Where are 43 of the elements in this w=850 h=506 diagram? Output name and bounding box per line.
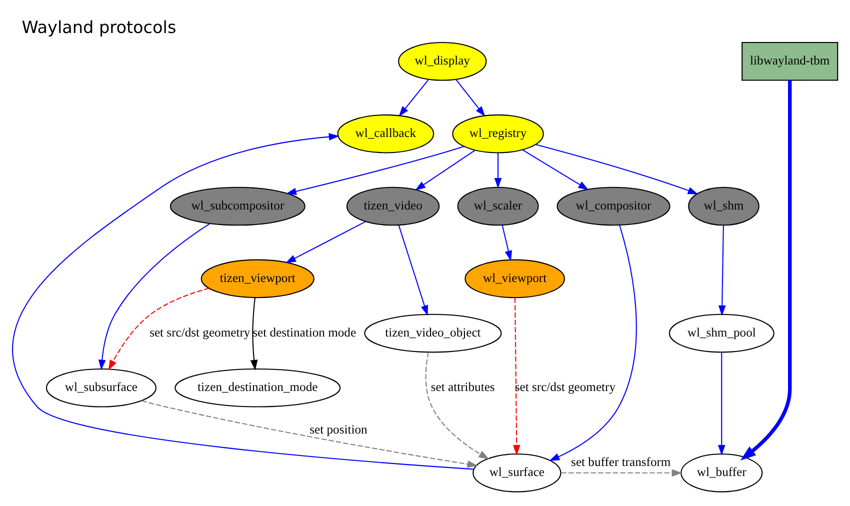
node-ellipse: wl_subsurface: [46, 368, 156, 407]
arrow: [286, 145, 464, 194]
edge-label: set position: [310, 422, 368, 436]
arrow: [535, 144, 698, 194]
edge-label: set buffer transform: [571, 454, 671, 469]
node-ellipse: tizen_video: [346, 186, 440, 226]
arrow: [414, 150, 476, 190]
arrow: [455, 78, 486, 116]
arrow: [494, 152, 502, 188]
edge-label: set attributes: [430, 380, 495, 394]
node-ellipse: wl_scaler: [457, 186, 539, 226]
arrow: [718, 352, 726, 455]
node-ellipse: wl_viewport: [464, 258, 565, 298]
edge-label: set src/dst geometry: [150, 325, 250, 340]
diagram-title: Wayland protocols: [22, 16, 176, 36]
arrow: [108, 287, 210, 370]
node-box: libwayland-tbm: [742, 41, 838, 80]
arrow: [12, 132, 474, 470]
arrow: [549, 224, 637, 461]
arrow: [512, 297, 520, 456]
arrow: [98, 222, 210, 370]
arrow: [285, 220, 366, 263]
node-ellipse: wl_compositor: [556, 186, 670, 226]
arrow: [561, 468, 682, 476]
arrow: [142, 400, 478, 468]
node-ellipse: tizen_video_object: [364, 313, 502, 352]
edge-label: set src/dst geometry: [514, 380, 616, 394]
node-ellipse: wl_shm_pool: [668, 313, 774, 352]
arrow: [250, 297, 258, 370]
arrow: [740, 80, 792, 460]
arrow: [398, 224, 428, 316]
arrow: [425, 352, 490, 459]
node-ellipse: wl_buffer: [680, 452, 763, 492]
arrow: [522, 148, 589, 190]
arrow: [718, 224, 726, 316]
node-ellipse: tizen_viewport: [200, 258, 314, 298]
node-ellipse: wl_display: [398, 41, 487, 80]
node-ellipse: tizen_destination_mode: [174, 368, 341, 407]
arrow: [502, 224, 512, 261]
node-ellipse: wl_registry: [452, 114, 544, 153]
edge-label: set destination mode: [252, 325, 356, 340]
node-ellipse: wl_callback: [337, 114, 434, 153]
arrow: [398, 78, 430, 116]
